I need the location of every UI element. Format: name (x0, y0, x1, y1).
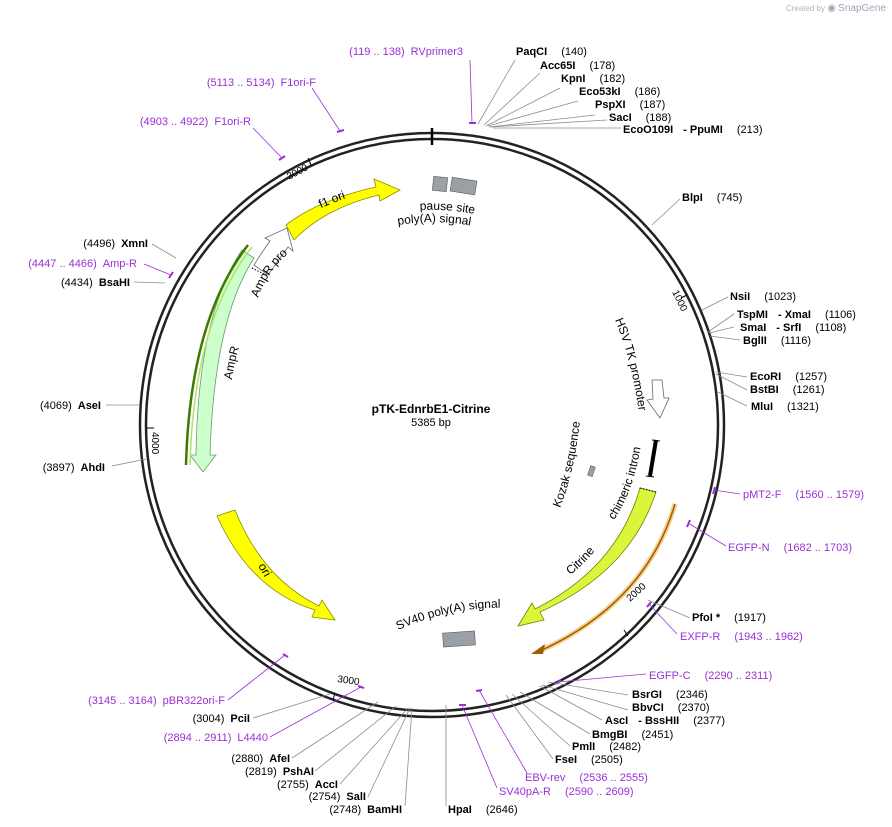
enzyme-label-pspxi[interactable]: PspXI(187) (595, 99, 665, 111)
primer-label-egfp-n[interactable]: EGFP-N(1682 .. 1703) (728, 542, 852, 554)
svg-text:Kozak sequence: Kozak sequence (550, 420, 583, 509)
primer-label-f1ori-f[interactable]: (5113 .. 5134)F1ori-F (207, 77, 316, 89)
citrine-orf (541, 503, 676, 651)
primer-leaders (143, 59, 741, 789)
enzyme-label-bstbi[interactable]: BstBI(1261) (750, 384, 825, 396)
enzyme-label-ecori[interactable]: EcoRI(1257) (750, 371, 827, 383)
pause-site-box[interactable] (449, 176, 478, 196)
pause-site-label: pause site (420, 199, 477, 217)
enzyme-label-blpi[interactable]: BlpI(745) (682, 192, 742, 204)
enzyme-label-bsrgi[interactable]: BsrGI(2346) (632, 689, 708, 701)
enzyme-label-ecoo109i[interactable]: EcoO109I- PpuMI(213) (623, 124, 763, 136)
enzyme-label-xmni[interactable]: (4496)XmnI (83, 238, 148, 250)
enzyme-label-bmgbi[interactable]: BmgBI(2451) (592, 729, 673, 741)
primer-label-f1ori-r[interactable]: (4903 .. 4922)F1ori-R (140, 116, 251, 128)
intron-cap-bottom (645, 475, 655, 478)
ori-arrow[interactable] (216, 509, 336, 621)
primer-label-l4440[interactable]: (2894 .. 2911)L4440 (164, 732, 268, 744)
poly-a-signal-box[interactable] (431, 175, 449, 193)
enzyme-label-bbvci[interactable]: BbvCI(2370) (632, 702, 710, 714)
svg-text:HSV TK promoter: HSV TK promoter (612, 316, 649, 412)
enzyme-label-kpni[interactable]: KpnI(182) (561, 73, 625, 85)
primer-label-exfp-r[interactable]: EXFP-R(1943 .. 1962) (680, 631, 803, 643)
intron-cap-top (651, 439, 661, 442)
sv40-poly-a-box[interactable] (442, 630, 476, 648)
ampr-orf-highlight (184, 244, 249, 466)
enzyme-label-ahdi[interactable]: (3897)AhdI (43, 462, 105, 474)
ampr-orf-glow (189, 246, 253, 466)
enzyme-label-tspmi[interactable]: TspMI- XmaI(1106) (737, 309, 856, 321)
enzyme-label-acci[interactable]: (2755)AccI (277, 779, 338, 791)
tick-label-4000: 4000 (149, 432, 160, 455)
enzyme-label-saci[interactable]: SacI(188) (609, 112, 671, 124)
hsv-tk-promoter-arrow[interactable] (646, 379, 670, 419)
enzyme-label-pshai[interactable]: (2819)PshAI (245, 766, 314, 778)
svg-text:AmpR: AmpR (221, 344, 242, 380)
f1-ori-arrow[interactable] (285, 178, 401, 241)
sv40-poly-a-label: SV40 poly(A) signal (394, 597, 501, 633)
snapgene-credit: Created by ◉ SnapGene (786, 3, 886, 14)
poly-a-signal-label: poly(A) signal (396, 211, 472, 228)
svg-text:ori: ori (255, 561, 274, 580)
enzyme-label-fsei[interactable]: FseI(2505) (555, 754, 623, 766)
enzyme-label-pmli[interactable]: PmlI(2482) (572, 741, 641, 753)
enzyme-label-eco53ki[interactable]: Eco53kI(186) (579, 86, 660, 98)
citrine-orf-arrowhead (531, 644, 545, 654)
plasmid-name: pTK-EdnrbE1-Citrine (372, 402, 491, 416)
enzyme-label-asci[interactable]: AscI- BssHII(2377) (605, 715, 725, 727)
tick-label-3000-top: 3000 (285, 162, 310, 182)
enzyme-label-bamhi[interactable]: (2748)BamHI (329, 804, 402, 816)
primer-label-sv40pa-r[interactable]: SV40pA-R(2590 .. 2609) (499, 786, 633, 798)
enzyme-leaders (106, 59, 748, 807)
citrine-arrow[interactable] (517, 487, 657, 627)
enzyme-labels: PaqCI(140) Acc65I(178) KpnI(182) Eco53kI… (40, 46, 856, 816)
primer-label-pbr322ori-f[interactable]: (3145 .. 3164)pBR322ori-F (88, 695, 225, 707)
enzyme-label-nsii[interactable]: NsiI(1023) (730, 291, 796, 303)
tick-label-2000: 2000 (625, 581, 649, 604)
kozak-sequence-box[interactable] (587, 465, 596, 477)
hsv-tk-promoter-label: HSV TK promoter (612, 316, 649, 412)
primer-label-pmt2-f[interactable]: pMT2-F(1560 .. 1579) (743, 489, 864, 501)
primer-label-egfp-c[interactable]: EGFP-C(2290 .. 2311) (649, 670, 772, 682)
enzyme-label-sali[interactable]: (2754)SalI (309, 791, 366, 803)
enzyme-label-bsahi[interactable]: (4434)BsaHI (61, 277, 130, 289)
enzyme-label-mlui[interactable]: MluI(1321) (751, 401, 819, 413)
svg-text:pause site: pause site (420, 199, 477, 217)
primer-label-rvprimer3[interactable]: (119 .. 138)RVprimer3 (349, 46, 463, 58)
primer-label-amp-r[interactable]: (4447 .. 4466)Amp-R (28, 258, 137, 270)
chimeric-intron-bar[interactable] (648, 439, 658, 477)
kozak-sequence-label: Kozak sequence (550, 420, 583, 509)
snapgene-logo-icon: ◉ (827, 3, 836, 14)
ampr-promoter-arrow[interactable] (253, 227, 294, 276)
ampr-arrow[interactable] (189, 249, 255, 473)
enzyme-label-hpai[interactable]: HpaI(2646) (448, 804, 518, 816)
svg-text:poly(A) signal: poly(A) signal (396, 211, 472, 228)
enzyme-label-asei[interactable]: (4069)AseI (40, 400, 101, 412)
enzyme-label-pfoi[interactable]: PfoI *(1917) (692, 612, 766, 624)
enzyme-label-smai[interactable]: SmaI- SrfI(1108) (740, 322, 846, 334)
ampr-label: AmpR (221, 344, 242, 380)
tick-marks (147, 157, 688, 701)
enzyme-label-bglii[interactable]: BglII(1116) (743, 335, 811, 347)
enzyme-label-pcii[interactable]: (3004)PciI (193, 713, 250, 725)
svg-text:SV40 poly(A) signal: SV40 poly(A) signal (394, 597, 501, 633)
citrine-orf-glow (540, 503, 678, 653)
enzyme-label-afei[interactable]: (2880)AfeI (231, 753, 290, 765)
credit-prefix: Created by (785, 4, 825, 13)
credit-brand: SnapGene (838, 3, 886, 14)
tick-label-3000-bottom: 3000 (337, 674, 361, 688)
primer-labels: (119 .. 138)RVprimer3 (5113 .. 5134)F1or… (28, 46, 864, 798)
enzyme-label-paqci[interactable]: PaqCI(140) (516, 46, 587, 58)
enzyme-label-acc65i[interactable]: Acc65I(178) (540, 60, 615, 72)
plasmid-size: 5385 bp (411, 417, 451, 429)
primer-label-ebv-rev[interactable]: EBV-rev(2536 .. 2555) (525, 772, 648, 784)
ori-label: ori (255, 561, 274, 580)
